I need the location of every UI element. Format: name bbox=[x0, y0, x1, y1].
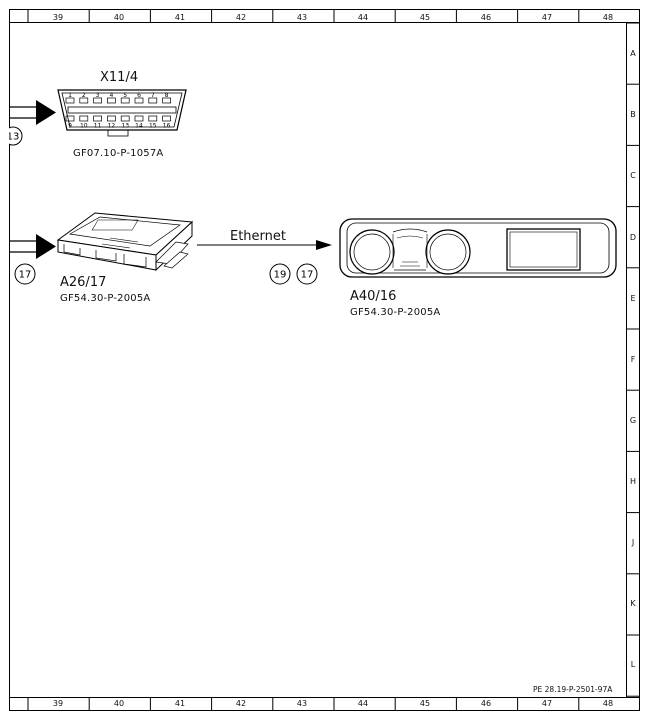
connector-pin bbox=[120, 115, 130, 122]
ref-circle-17-a26: 17 bbox=[14, 263, 36, 285]
column-label: 46 bbox=[480, 699, 492, 708]
row-label: B bbox=[630, 110, 636, 119]
column-label: 41 bbox=[174, 13, 186, 22]
row-label: E bbox=[630, 294, 636, 303]
column-label: 48 bbox=[602, 699, 614, 708]
ethernet-ref-circle-19: 19 bbox=[269, 263, 291, 285]
connector-pin-number: 8 bbox=[165, 92, 169, 99]
row-label: A bbox=[630, 49, 636, 58]
row-label: D bbox=[629, 233, 637, 242]
column-label: 45 bbox=[419, 13, 431, 22]
row-label: H bbox=[629, 477, 636, 486]
ref-circle-17-a26-label: 17 bbox=[19, 270, 32, 281]
a40-reference: GF54.30-P-2005A bbox=[350, 307, 441, 318]
column-label: 48 bbox=[602, 13, 614, 22]
connector-pin-number: 16 bbox=[163, 123, 171, 130]
connector-pin-number: 14 bbox=[135, 123, 143, 130]
column-label: 41 bbox=[174, 699, 186, 708]
connector-pin bbox=[65, 97, 75, 104]
ethernet-label: Ethernet bbox=[230, 229, 286, 244]
connector-pin bbox=[65, 115, 75, 122]
connector-pin-number: 6 bbox=[137, 92, 141, 99]
connector-pin-number: 10 bbox=[80, 123, 88, 130]
connector-pin bbox=[120, 97, 130, 104]
column-label: 40 bbox=[113, 699, 125, 708]
column-label: 39 bbox=[52, 699, 64, 708]
obd-connector-x11 bbox=[57, 89, 187, 137]
connector-pin bbox=[93, 97, 102, 104]
connector-pin bbox=[162, 97, 171, 104]
connector-pin bbox=[79, 115, 89, 122]
x11-reference: GF07.10-P-1057A bbox=[73, 148, 164, 159]
ethernet-ref-circle-19-label: 19 bbox=[274, 270, 287, 281]
connector-pin-number: 2 bbox=[82, 92, 86, 99]
a40-component-id: A40/16 bbox=[350, 289, 397, 304]
column-label: 43 bbox=[296, 13, 308, 22]
column-label: 42 bbox=[235, 699, 247, 708]
control-unit-a26 bbox=[56, 212, 194, 272]
column-label: 45 bbox=[419, 699, 431, 708]
row-label: J bbox=[631, 538, 635, 547]
connector-pin-number: 12 bbox=[108, 123, 116, 130]
connector-pin bbox=[134, 115, 144, 122]
ethernet-ref-circle-17-label: 17 bbox=[301, 270, 314, 281]
x11-input-arrow bbox=[10, 100, 56, 125]
column-label: 43 bbox=[296, 699, 308, 708]
document-id: PE 28.19-P-2501-97A bbox=[533, 685, 613, 694]
column-label: 44 bbox=[357, 699, 369, 708]
connector-pin bbox=[79, 97, 89, 104]
row-label: C bbox=[630, 171, 636, 180]
connector-pin bbox=[134, 97, 144, 104]
connector-pin-number: 4 bbox=[109, 92, 113, 99]
connector-pin-number: 9 bbox=[68, 123, 72, 130]
ref-circle-13-label: 13 bbox=[7, 132, 20, 143]
a26-component-id: A26/17 bbox=[60, 275, 107, 290]
connector-pin-number: 15 bbox=[149, 123, 157, 130]
x11-component-id: X11/4 bbox=[100, 70, 139, 85]
connector-pin bbox=[107, 115, 116, 122]
connector-pin-number: 1 bbox=[68, 92, 72, 99]
column-label: 40 bbox=[113, 13, 125, 22]
column-label: 39 bbox=[52, 13, 64, 22]
connector-pin-number: 5 bbox=[123, 92, 127, 99]
row-label: L bbox=[630, 660, 636, 669]
connector-pin-number: 13 bbox=[121, 123, 129, 130]
connector-pin-number: 7 bbox=[151, 92, 155, 99]
column-label: 46 bbox=[480, 13, 492, 22]
ref-circle-13: 13 bbox=[0, 120, 23, 150]
column-label: 47 bbox=[541, 699, 553, 708]
column-label: 42 bbox=[235, 13, 247, 22]
row-label: K bbox=[630, 599, 636, 608]
connector-pin bbox=[148, 115, 158, 122]
ethernet-ref-circle-17: 17 bbox=[296, 263, 318, 285]
connector-pin bbox=[107, 97, 116, 104]
column-label: 44 bbox=[357, 13, 369, 22]
connector-pin bbox=[162, 115, 171, 122]
a26-reference: GF54.30-P-2005A bbox=[60, 293, 151, 304]
connector-pin bbox=[93, 115, 102, 122]
row-label: F bbox=[630, 355, 636, 364]
connector-pin bbox=[148, 97, 158, 104]
row-label: G bbox=[629, 416, 637, 425]
connector-pin-number: 11 bbox=[94, 123, 102, 130]
instrument-cluster-a40 bbox=[339, 218, 617, 278]
ethernet-connection bbox=[197, 240, 332, 250]
connector-pin-number: 3 bbox=[96, 92, 100, 99]
a26-input-arrow bbox=[10, 234, 56, 259]
column-label: 47 bbox=[541, 13, 553, 22]
